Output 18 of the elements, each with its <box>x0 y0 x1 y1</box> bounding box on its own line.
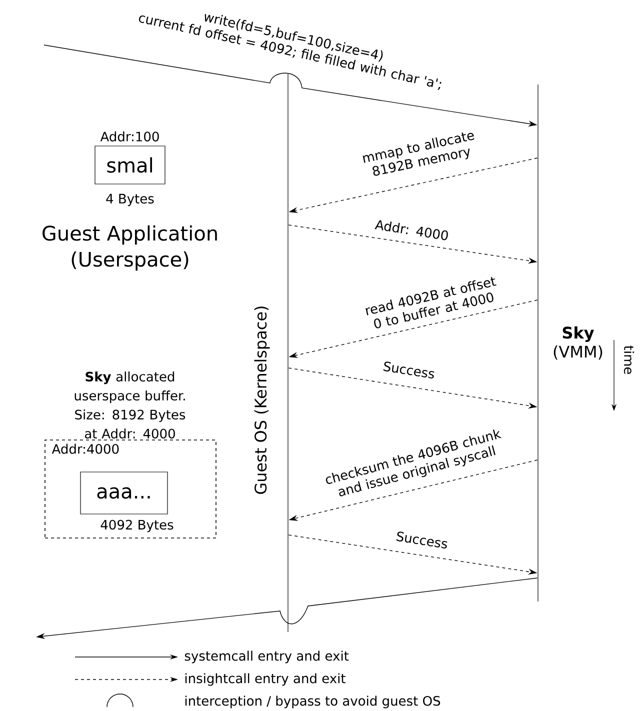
legend-text: interception / bypass to avoid guest OS <box>185 696 440 708</box>
region-label: Guest Application (Userspace) <box>42 225 217 271</box>
node-label: Addr:100 <box>100 131 159 142</box>
memory-box: aaa... <box>80 472 168 514</box>
edge-label: read 4092B at offset 0 to buffer at 4000 <box>366 277 496 328</box>
time-label: time <box>624 346 634 374</box>
lifeline-label: Sky (VMM) <box>554 326 602 360</box>
memory-box: Addr:100 smal <box>94 131 166 184</box>
legend-text: insightcall entry and exit <box>185 673 346 686</box>
size-label: 4092 Bytes <box>100 520 174 532</box>
edge-label: Addr: 4000 <box>374 220 448 240</box>
edge-label: Success <box>396 532 448 548</box>
size-label: 4 Bytes <box>106 194 154 206</box>
lifeline-label: Guest OS (Kernelspace) <box>254 306 270 494</box>
legend-text: systemcall entry and exit <box>184 650 349 664</box>
note: Sky allocated userspace buffer. Size: 8192 Bytes at Addr: 4000 <box>74 371 186 439</box>
edge-label: mmap to allocate 8192B memory <box>362 132 474 176</box>
edge-label: Success <box>383 362 434 378</box>
